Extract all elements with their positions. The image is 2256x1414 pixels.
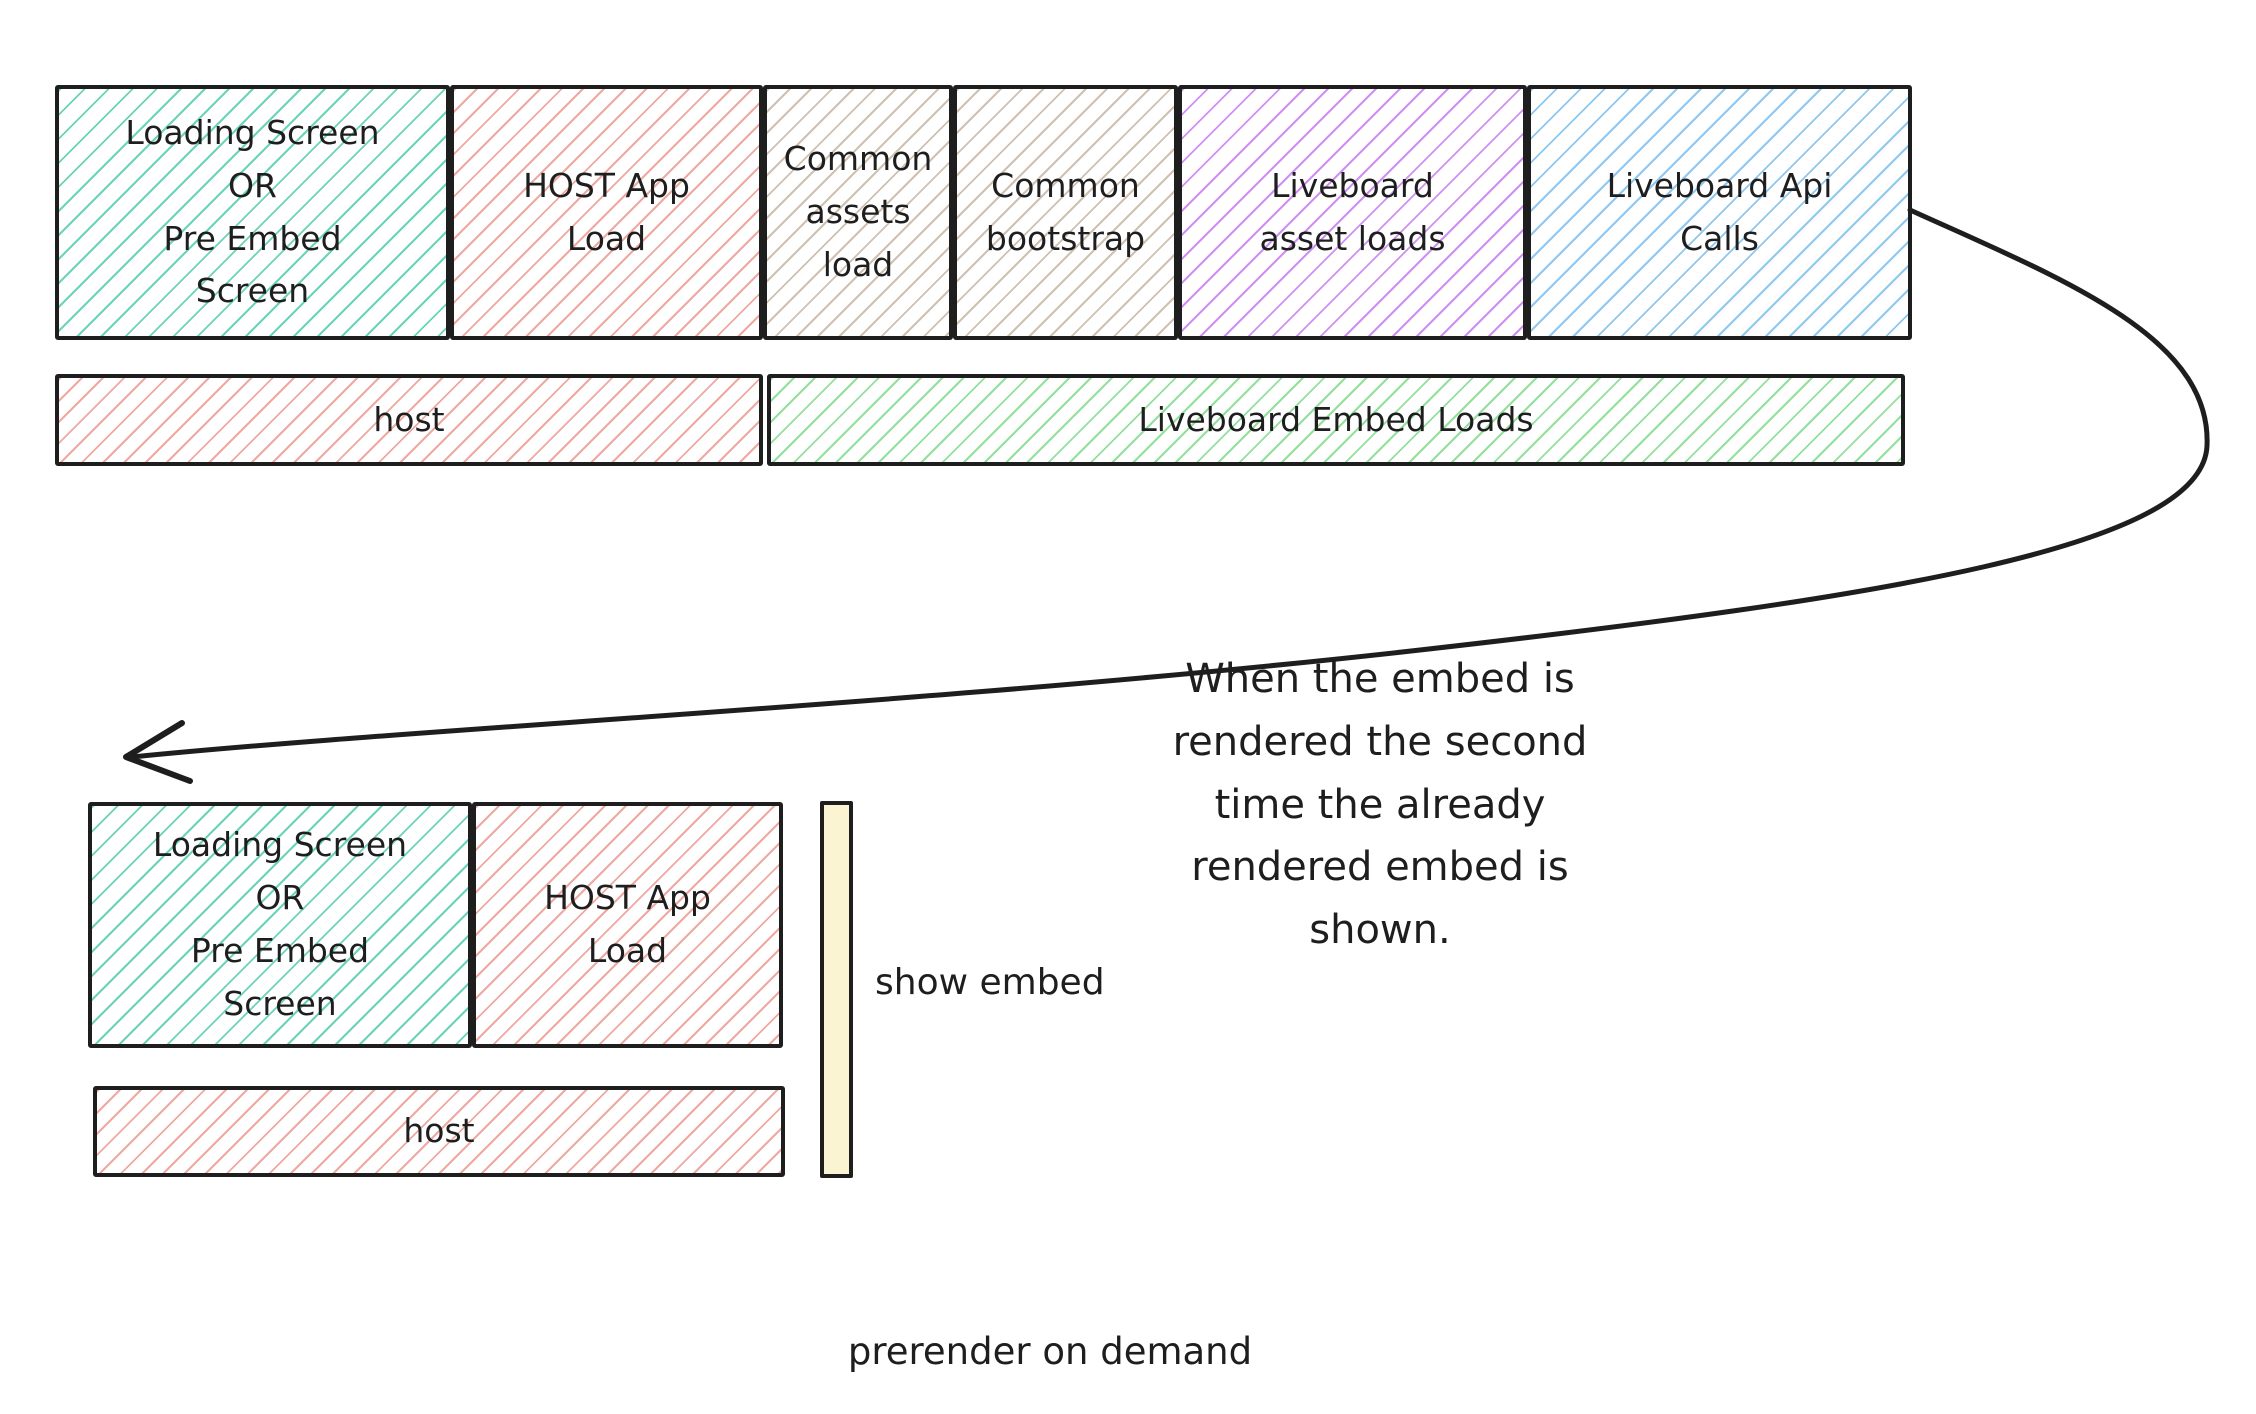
- timeline-box-common-bootstrap: Common bootstrap: [953, 85, 1178, 340]
- timeline-box-common-assets-load-label: Common assets load: [783, 139, 933, 284]
- second-render-box-host-app-load-label: HOST App Load: [544, 878, 711, 970]
- second-render-lane-bar-host-label: host: [403, 1111, 475, 1151]
- timeline-box-common-assets-load: Common assets load: [763, 85, 953, 340]
- timeline-box-host-app-load: HOST App Load: [450, 85, 763, 340]
- timeline-box-host-app-load-label: HOST App Load: [523, 165, 690, 258]
- lane-bar-liveboard-embed-loads-label: Liveboard Embed Loads: [1138, 399, 1534, 439]
- caption-prerender-on-demand: prerender on demand: [847, 1330, 1253, 1373]
- timeline-box-liveboard-api-calls-label: Liveboard Api Calls: [1606, 165, 1833, 258]
- timeline-box-common-bootstrap-label: Common bootstrap: [985, 165, 1146, 258]
- arrowhead-icon: [123, 720, 193, 784]
- second-render-box-loading-screen-label: Loading Screen OR Pre Embed Screen: [152, 825, 408, 1023]
- lane-bar-host-label: host: [373, 399, 445, 439]
- second-render-lane-bar-host: host: [93, 1086, 785, 1177]
- lane-bar-host: host: [55, 374, 763, 466]
- timeline-box-liveboard-api-calls: Liveboard Api Calls: [1527, 85, 1912, 340]
- timeline-box-liveboard-asset-loads-label: Liveboard asset loads: [1259, 165, 1446, 258]
- second-render-box-host-app-load: HOST App Load: [472, 802, 783, 1048]
- annotation-second-render-note: When the embed is rendered the second ti…: [1172, 656, 1588, 954]
- show-embed-label: show embed: [875, 962, 1105, 1003]
- lane-bar-liveboard-embed-loads: Liveboard Embed Loads: [767, 374, 1905, 466]
- timeline-box-loading-screen-label: Loading Screen OR Pre Embed Screen: [125, 112, 380, 311]
- show-embed-marker-bar: [820, 801, 853, 1178]
- timeline-box-liveboard-asset-loads: Liveboard asset loads: [1178, 85, 1527, 340]
- timeline-box-loading-screen: Loading Screen OR Pre Embed Screen: [55, 85, 450, 340]
- second-render-box-loading-screen: Loading Screen OR Pre Embed Screen: [88, 802, 472, 1048]
